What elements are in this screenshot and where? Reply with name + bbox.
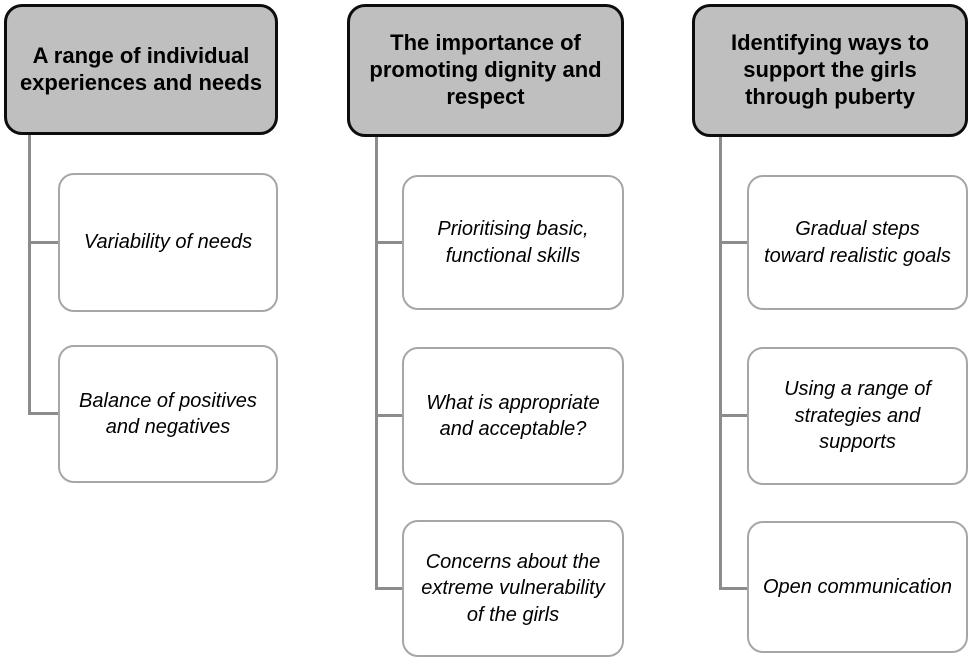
- subtheme-label: Balance of positives and negatives: [79, 389, 257, 438]
- connector-horizontal: [28, 412, 58, 415]
- subtheme-label: Gradual steps toward realistic goals: [764, 218, 951, 267]
- subtheme-label: What is appropriate and acceptable?: [426, 391, 600, 440]
- subtheme-box: Balance of positives and negatives: [58, 345, 278, 483]
- theme-header-box: Identifying ways to support the girls th…: [692, 4, 968, 137]
- connector-vertical: [719, 137, 722, 590]
- subtheme-box: What is appropriate and acceptable?: [402, 347, 624, 485]
- subtheme-box: Using a range of strategies and supports: [747, 347, 968, 485]
- theme-header-label: A range of individual experiences and ne…: [19, 42, 263, 95]
- connector-horizontal: [375, 414, 402, 417]
- connector-vertical: [28, 135, 31, 415]
- theme-header-label: Identifying ways to support the girls th…: [730, 30, 930, 109]
- theme-header-box: A range of individual experiences and ne…: [4, 4, 278, 135]
- subtheme-box: Open communication: [747, 521, 968, 653]
- connector-horizontal: [28, 241, 58, 244]
- connector-horizontal: [719, 241, 747, 244]
- subtheme-label: Variability of needs: [83, 231, 253, 254]
- subtheme-label: Using a range of strategies and supports: [784, 378, 931, 454]
- connector-horizontal: [719, 587, 747, 590]
- connector-vertical: [375, 137, 378, 590]
- theme-header-box: The importance of promoting dignity and …: [347, 4, 624, 137]
- subtheme-label: Open communication: [763, 575, 952, 598]
- subtheme-box: Concerns about the extreme vulnerability…: [402, 520, 624, 657]
- subtheme-label: Prioritising basic, functional skills: [437, 218, 589, 267]
- subtheme-box: Prioritising basic, functional skills: [402, 175, 624, 310]
- subtheme-label: Concerns about the extreme vulnerability…: [421, 550, 605, 626]
- connector-horizontal: [375, 587, 402, 590]
- subtheme-box: Gradual steps toward realistic goals: [747, 175, 968, 310]
- connector-horizontal: [375, 241, 402, 244]
- subtheme-box: Variability of needs: [58, 173, 278, 312]
- connector-horizontal: [719, 414, 747, 417]
- theme-header-label: The importance of promoting dignity and …: [369, 30, 602, 109]
